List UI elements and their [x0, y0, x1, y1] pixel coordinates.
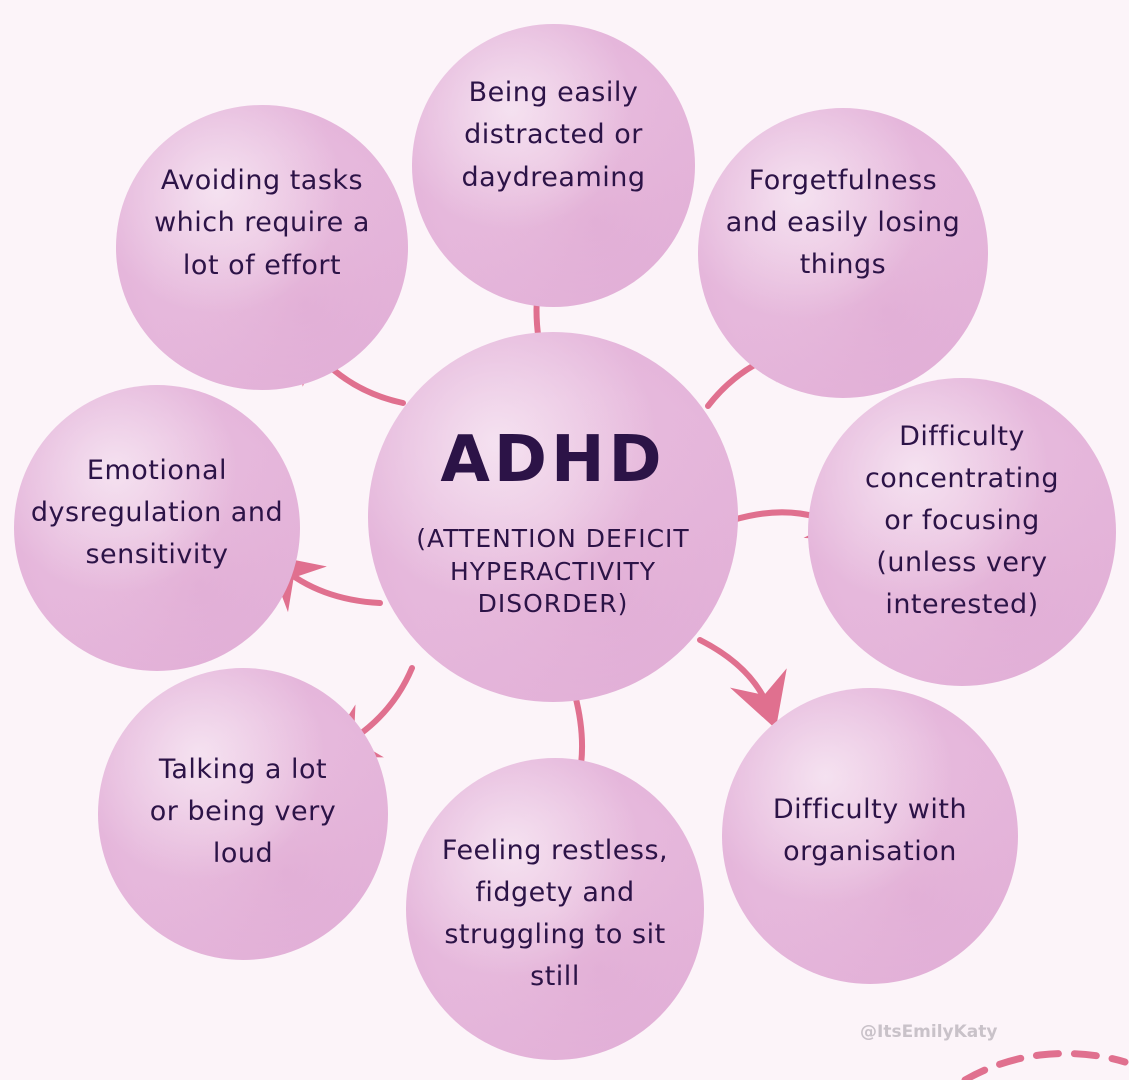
symptom-circle-forgetfulness: Forgetfulness and easily losing things	[698, 108, 988, 398]
decorative-dashed-line	[961, 1050, 1129, 1080]
symptom-text-restless: Feeling restless, fidgety and struggling…	[441, 834, 669, 993]
arrow-to-organisation	[697, 637, 787, 730]
symptom-text-organisation: Difficulty with organisation	[772, 793, 968, 867]
symptom-text-emotional: Emotional dysregulation and sensitivity	[30, 454, 284, 571]
symptom-circle-concentrating: Difficulty concentrating or focusing (un…	[808, 378, 1116, 686]
author-credit: @ItsEmilyKaty	[860, 1022, 998, 1042]
symptom-circle-organisation: Difficulty with organisation	[722, 688, 1018, 984]
symptom-text-concentrating: Difficulty concentrating or focusing (un…	[864, 420, 1060, 621]
symptom-text-avoiding: Avoiding tasks which require a lot of ef…	[154, 165, 370, 281]
symptom-circle-avoiding: Avoiding tasks which require a lot of ef…	[116, 105, 408, 390]
symptom-text-forgetfulness: Forgetfulness and easily losing things	[725, 164, 961, 281]
symptom-text-talking: Talking a lot or being very loud	[149, 753, 337, 870]
arrow-to-emotional	[266, 554, 383, 613]
symptom-circle-talking: Talking a lot or being very loud	[98, 668, 388, 960]
symptom-circle-restless: Feeling restless, fidgety and struggling…	[406, 758, 704, 1060]
center-circle-adhd: ADHD (ATTENTION DEFICIT HYPERACTIVITY DI…	[368, 332, 738, 702]
diagram-subtitle: (ATTENTION DEFICIT HYPERACTIVITY DISORDE…	[416, 524, 690, 619]
symptom-circle-emotional: Emotional dysregulation and sensitivity	[14, 385, 300, 671]
symptom-text-distracted: Being easily distracted or daydreaming	[461, 77, 646, 193]
symptom-circle-distracted: Being easily distracted or daydreaming	[412, 24, 695, 307]
diagram-title: ADHD	[440, 423, 666, 498]
